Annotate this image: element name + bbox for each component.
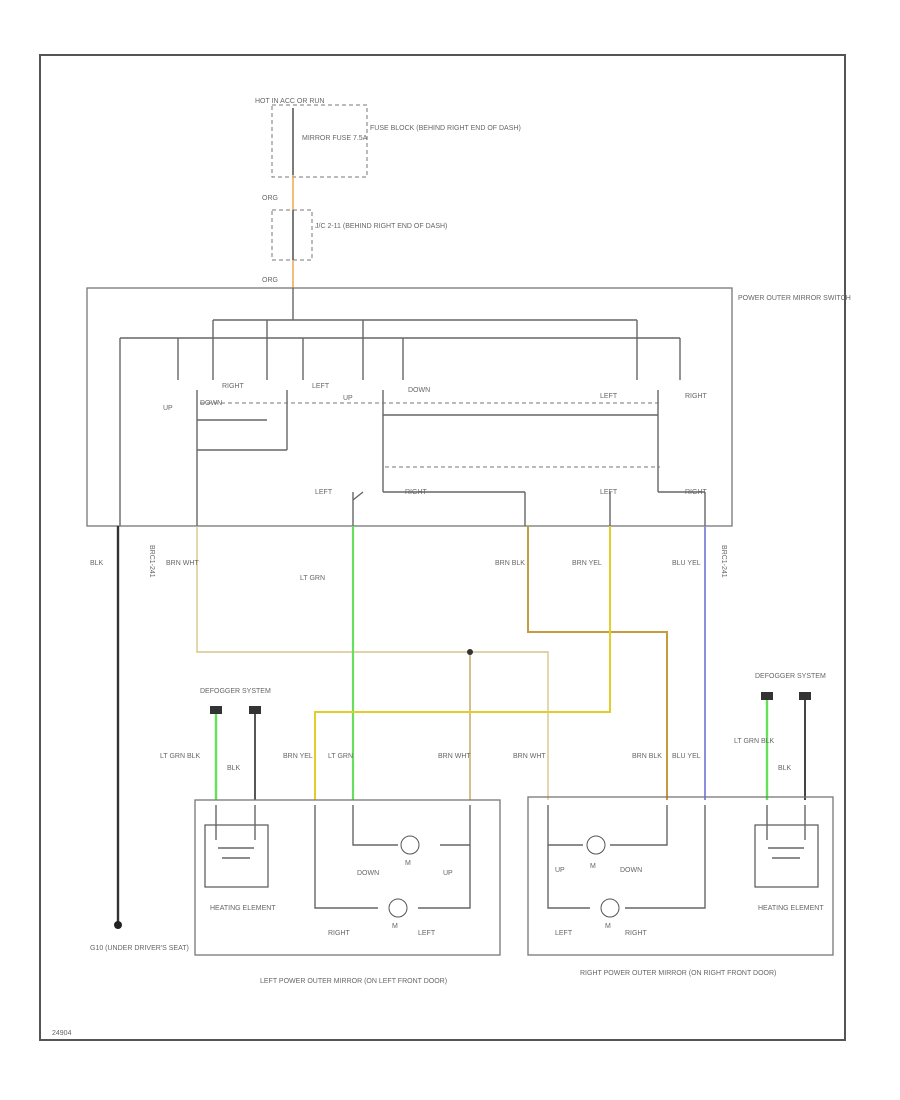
right-mirror-title: RIGHT POWER OUTER MIRROR (ON RIGHT FRONT… bbox=[580, 970, 776, 977]
switch-label-5: DOWN bbox=[408, 387, 430, 394]
org-wire-2-label: ORG bbox=[262, 277, 278, 284]
right-motor-label-3: RIGHT bbox=[625, 930, 648, 937]
mirror-switch-box bbox=[86, 287, 733, 527]
switch-label-1: DOWN bbox=[200, 400, 222, 407]
right-heating-label: HEATING ELEMENT bbox=[758, 905, 824, 912]
left-wire-label-0: LT GRN BLK bbox=[160, 753, 201, 760]
defogger-right-pin-2 bbox=[799, 692, 811, 700]
switch-label-4: UP bbox=[343, 395, 353, 402]
right-motor-label-1: DOWN bbox=[620, 867, 642, 874]
fuse-label: MIRROR FUSE 7.5A bbox=[302, 135, 368, 142]
side-label-right: BRC1-241 bbox=[720, 545, 727, 578]
fuse-block-label: FUSE BLOCK (BEHIND RIGHT END OF DASH) bbox=[370, 125, 521, 132]
ground-point bbox=[114, 921, 122, 929]
defogger-right-label: DEFOGGER SYSTEM bbox=[755, 673, 826, 680]
org-wire-1-label: ORG bbox=[262, 195, 278, 202]
defogger-left-label: DEFOGGER SYSTEM bbox=[200, 688, 271, 695]
right-wire-label-0: BRN WHT bbox=[513, 753, 546, 760]
switch-label-9: RIGHT bbox=[405, 489, 428, 496]
left-motor-wiring bbox=[314, 805, 471, 909]
left-heating-label: HEATING ELEMENT bbox=[210, 905, 276, 912]
ground-label: G10 (UNDER DRIVER'S SEAT) bbox=[90, 945, 189, 952]
left-heating-element-symbol bbox=[215, 805, 256, 859]
right-wire-label-2: BLU YEL bbox=[672, 753, 701, 760]
left-wire-label-3: LT GRN bbox=[328, 753, 353, 760]
left-motor-label-0: DOWN bbox=[357, 870, 379, 877]
defogger-left-pin-1 bbox=[210, 706, 222, 714]
left-wire-label-2: BRN YEL bbox=[283, 753, 313, 760]
diagram-frame bbox=[39, 54, 846, 1041]
left-mirror-box bbox=[194, 799, 501, 956]
switch-label-8: LEFT bbox=[315, 489, 333, 496]
left-motor-m-1: M bbox=[405, 860, 411, 867]
left-wire-label-4: BRN WHT bbox=[438, 753, 471, 760]
right-wire-label-3: LT GRN BLK bbox=[734, 738, 775, 745]
wire-label-lt-grn: LT GRN bbox=[300, 575, 325, 582]
wire-brn-wht bbox=[196, 526, 549, 800]
right-motor-wiring bbox=[547, 805, 706, 909]
switch-internal-wiring bbox=[119, 288, 706, 526]
right-motor-label-2: LEFT bbox=[555, 930, 573, 937]
side-label-left: BRC1-241 bbox=[148, 545, 155, 578]
wire-brn-yel bbox=[314, 526, 611, 800]
right-motor-label-0: UP bbox=[555, 867, 565, 874]
mirror-switch-title: POWER OUTER MIRROR SWITCH bbox=[738, 295, 851, 302]
power-source-label: HOT IN ACC OR RUN bbox=[255, 98, 325, 105]
defogger-right-pin-1 bbox=[761, 692, 773, 700]
right-motor-leftright-symbol bbox=[600, 898, 620, 918]
right-motor-m-1: M bbox=[590, 863, 596, 870]
switch-label-3: LEFT bbox=[312, 383, 330, 390]
left-motor-label-3: LEFT bbox=[418, 930, 436, 937]
junction-connector-box bbox=[271, 209, 313, 261]
right-wire-label-4: BLK bbox=[778, 765, 792, 772]
left-wire-label-1: BLK bbox=[227, 765, 241, 772]
switch-label-2: RIGHT bbox=[222, 383, 245, 390]
wire-label-blk: BLK bbox=[90, 560, 104, 567]
wire-label-blu-yel: BLU YEL bbox=[672, 560, 701, 567]
wire-brn-blk bbox=[527, 526, 668, 800]
right-mirror-box bbox=[527, 796, 834, 956]
wire-label-brn-blk: BRN BLK bbox=[495, 560, 525, 567]
left-motor-label-2: RIGHT bbox=[328, 930, 351, 937]
left-motor-leftright-symbol bbox=[388, 898, 408, 918]
right-heating-element-symbol bbox=[766, 805, 806, 859]
switch-label-11: RIGHT bbox=[685, 489, 708, 496]
wire-label-brn-wht: BRN WHT bbox=[166, 560, 199, 567]
figure-footer: 24904 bbox=[52, 1030, 72, 1037]
left-motor-updown-symbol bbox=[400, 835, 420, 855]
switch-label-6: LEFT bbox=[600, 393, 618, 400]
splice-dot bbox=[467, 649, 473, 655]
junction-connector-label: J/C 2-11 (BEHIND RIGHT END OF DASH) bbox=[315, 223, 447, 230]
switch-label-0: UP bbox=[163, 405, 173, 412]
left-motor-label-1: UP bbox=[443, 870, 453, 877]
right-heating-element-box bbox=[754, 824, 819, 888]
defogger-left-pin-2 bbox=[249, 706, 261, 714]
switch-label-10: LEFT bbox=[600, 489, 618, 496]
wire-label-brn-yel: BRN YEL bbox=[572, 560, 602, 567]
right-motor-updown-symbol bbox=[586, 835, 606, 855]
left-motor-m-2: M bbox=[392, 923, 398, 930]
left-heating-element-box bbox=[204, 824, 269, 888]
right-wire-label-1: BRN BLK bbox=[632, 753, 662, 760]
left-mirror-title: LEFT POWER OUTER MIRROR (ON LEFT FRONT D… bbox=[260, 978, 447, 985]
switch-label-7: RIGHT bbox=[685, 393, 708, 400]
right-motor-m-2: M bbox=[605, 923, 611, 930]
fuse-block-box bbox=[271, 104, 368, 178]
